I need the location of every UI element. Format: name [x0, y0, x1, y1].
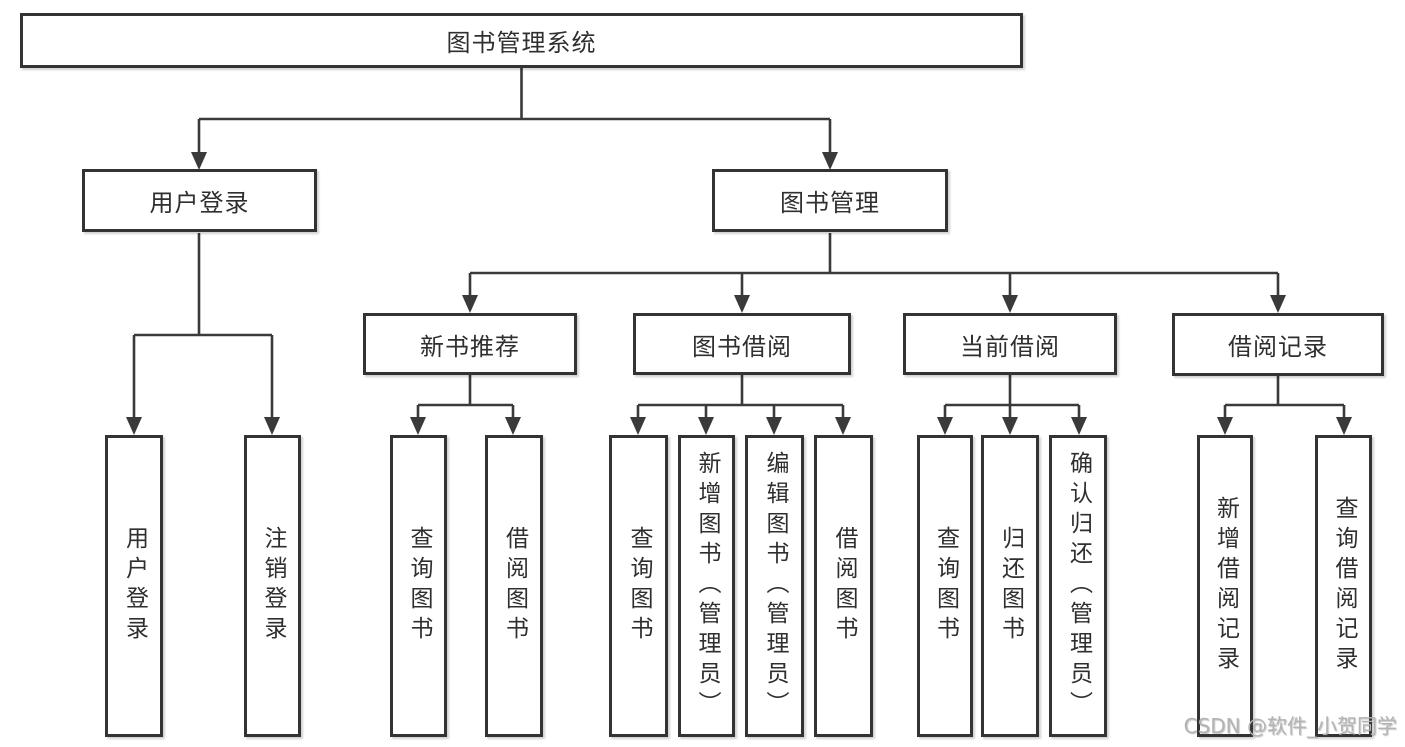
leaf-query-books-borrow: 查询图书 [609, 435, 668, 737]
node-borrow-records: 借阅记录 [1172, 313, 1384, 376]
node-library-management-system: 图书管理系统 [20, 13, 1023, 68]
leaf-user-login: 用户登录 [105, 435, 163, 737]
csdn-watermark: CSDN @软件_小贺同学 [1183, 714, 1397, 738]
arrowhead-icons [126, 152, 1352, 435]
leaf-query-borrow-record: 查询借阅记录 [1315, 435, 1372, 737]
node-new-book-recommend: 新书推荐 [363, 313, 577, 375]
leaf-add-borrow-record: 新增借阅记录 [1197, 435, 1253, 737]
node-user-login: 用户登录 [82, 169, 317, 232]
node-book-borrow: 图书借阅 [633, 313, 851, 375]
leaf-borrow-books-recommend: 借阅图书 [485, 435, 543, 737]
leaf-logout: 注销登录 [244, 435, 301, 737]
leaf-query-books-current: 查询图书 [917, 435, 973, 737]
leaf-return-book: 归还图书 [981, 435, 1039, 737]
leaf-borrow-books: 借阅图书 [814, 435, 873, 737]
node-book-management: 图书管理 [712, 169, 948, 232]
node-current-borrow: 当前借阅 [903, 313, 1117, 375]
leaf-query-books-recommend: 查询图书 [390, 435, 447, 737]
leaf-add-book-admin: 新增图书（管理员） [678, 435, 735, 737]
leaf-confirm-return-admin: 确认归还（管理员） [1049, 435, 1107, 737]
leaf-edit-book-admin: 编辑图书（管理员） [745, 435, 804, 737]
